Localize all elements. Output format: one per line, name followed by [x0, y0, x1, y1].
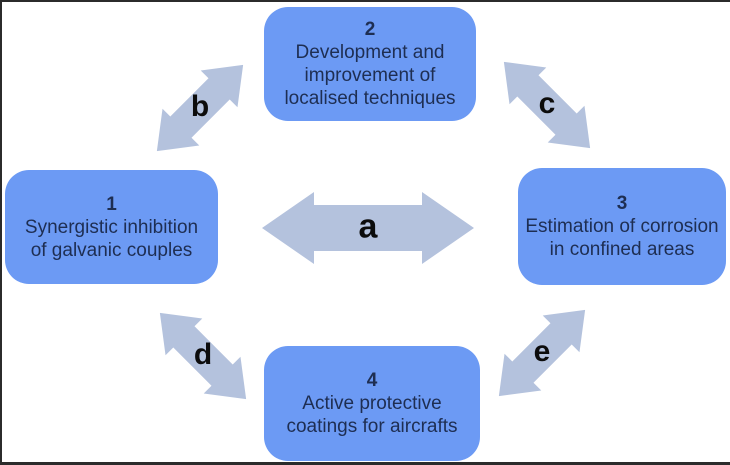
box-2-number: 2: [364, 19, 376, 40]
box-4-number: 4: [366, 370, 378, 391]
box-2-localised-techniques: 2 Development and improvement of localis…: [264, 7, 476, 121]
box-1-text-line-1: Synergistic inhibition: [24, 216, 199, 238]
arrow-label-b: b: [190, 90, 210, 123]
double-arrow-c-icon: [503, 61, 591, 149]
box-3-text-line-1: Estimation of corrosion: [525, 216, 719, 237]
box-4-text-line-1: Active protective: [302, 393, 442, 414]
double-arrow-e-icon: [498, 309, 586, 397]
box-1-text-line-2: of galvanic couples: [30, 239, 193, 261]
box-4-protective-coatings: 4 Active protective coatings for aircraf…: [264, 346, 480, 461]
box-1-number: 1: [106, 193, 117, 215]
box-2-text-line-2: improvement of: [304, 65, 436, 86]
box-3-number: 3: [616, 193, 628, 214]
box-3-text-line-2: in confined areas: [549, 239, 695, 260]
box-1-synergistic-inhibition: 1 Synergistic inhibition of galvanic cou…: [5, 170, 218, 284]
arrow-label-d: d: [193, 338, 213, 371]
box-3-corrosion-confined-areas: 3 Estimation of corrosion in confined ar…: [518, 168, 726, 285]
double-arrow-d-icon: [159, 312, 247, 400]
arrow-label-a: a: [358, 207, 378, 246]
box-2-text-line-1: Development and: [295, 42, 445, 63]
box-2-text-line-3: localised techniques: [284, 88, 456, 109]
box-4-text-line-2: coatings for aircrafts: [286, 416, 458, 437]
arrow-label-e: e: [533, 335, 551, 368]
double-arrow-b-icon: [156, 64, 244, 152]
double-arrow-a-icon: [262, 192, 474, 264]
arrow-label-c: c: [538, 87, 556, 120]
